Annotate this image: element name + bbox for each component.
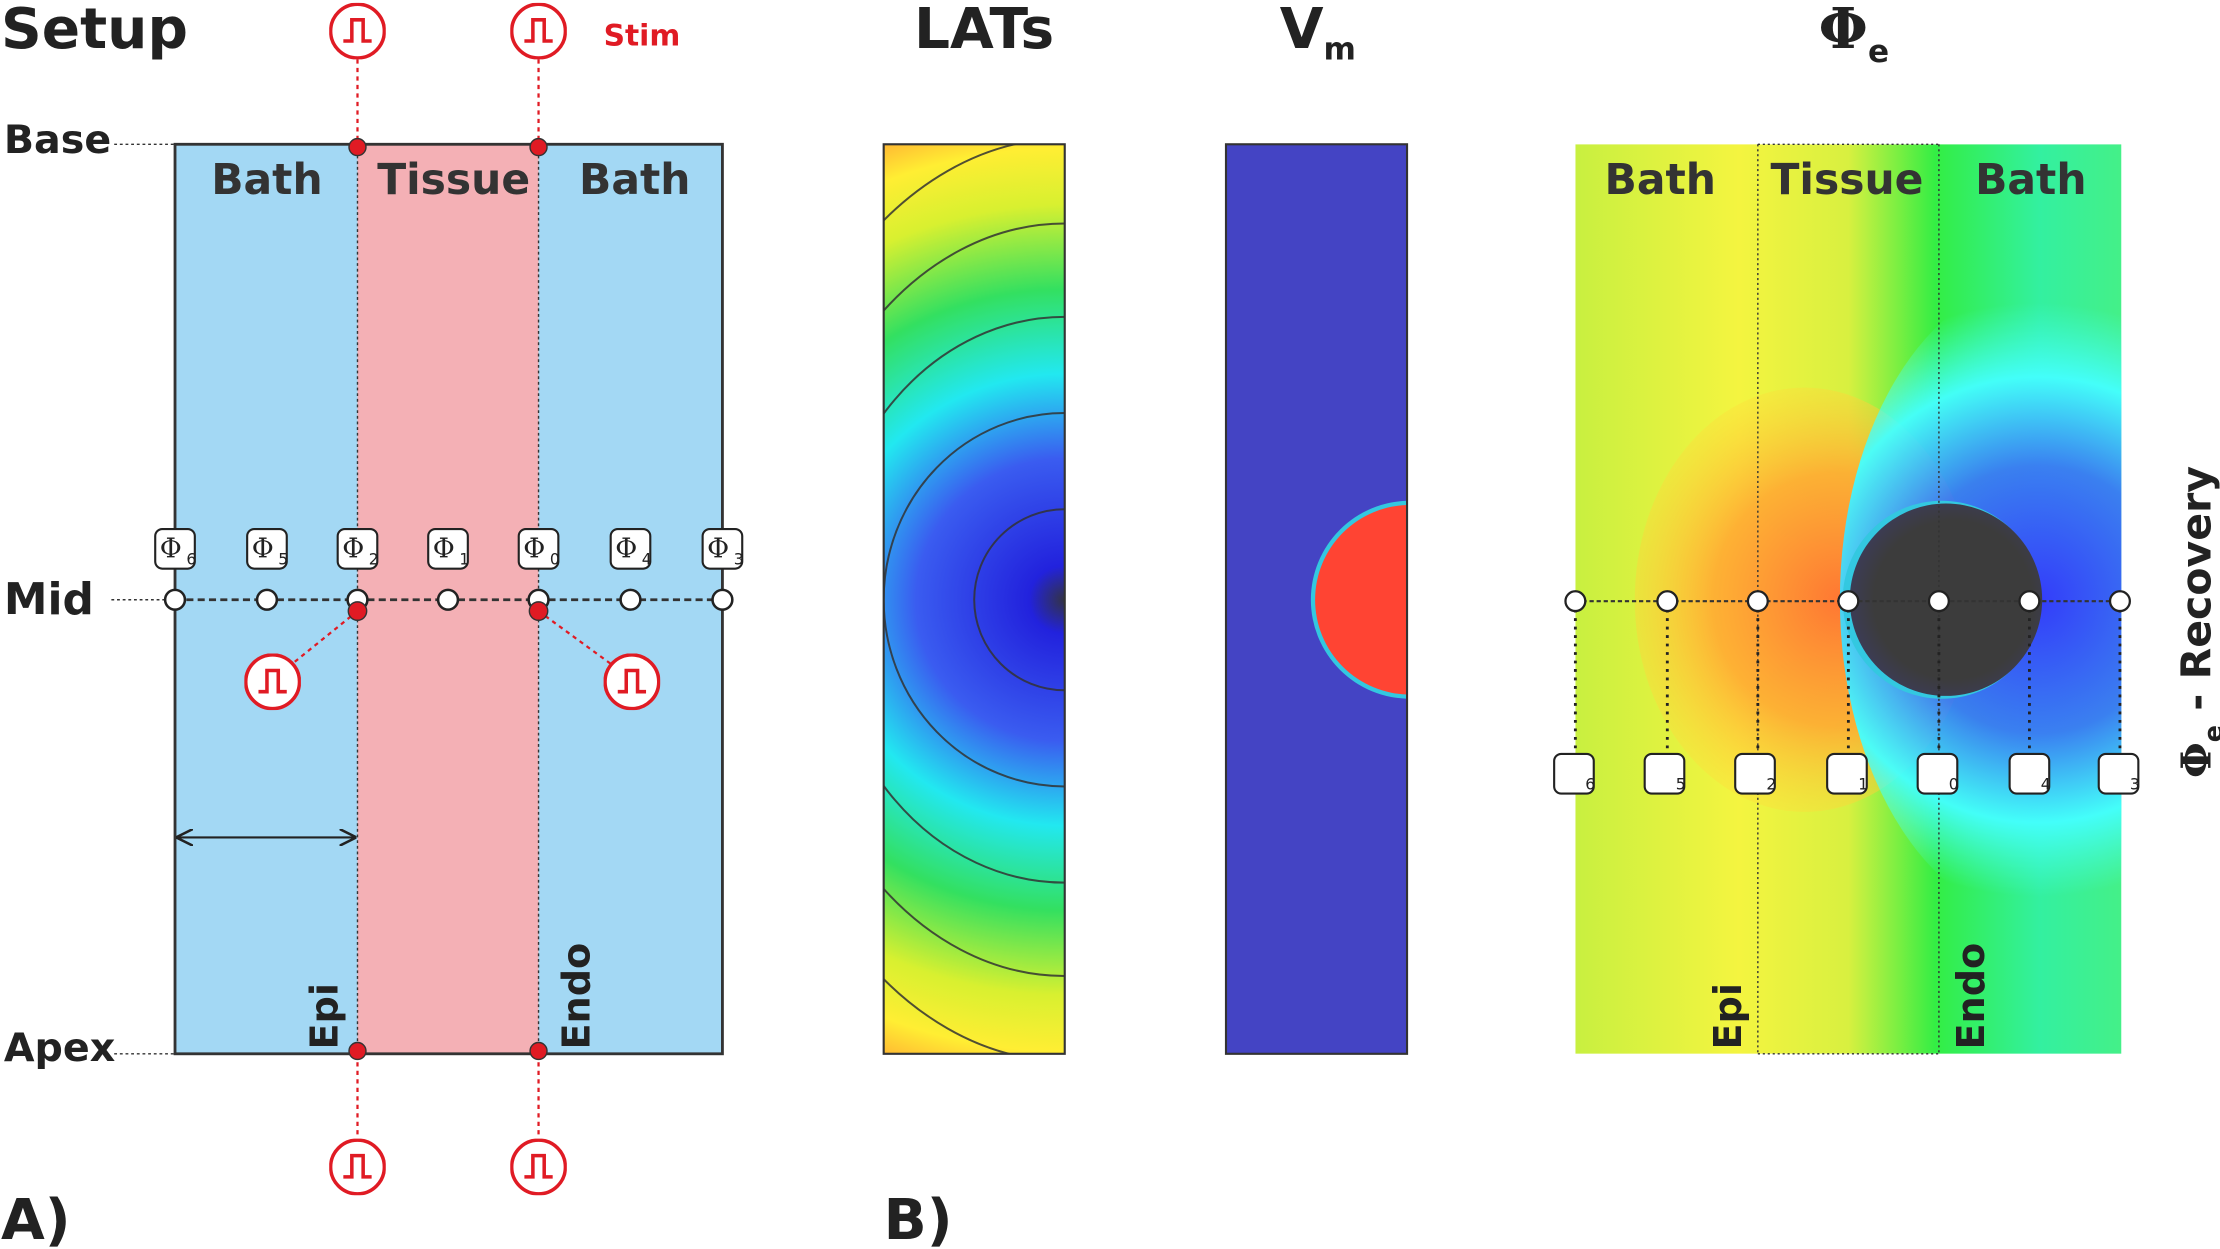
electrode-index: 2: [369, 550, 379, 568]
electrode-index: 6: [186, 550, 196, 568]
electrode-index: 1: [1858, 775, 1868, 793]
electrode-label: 5: [1643, 752, 1686, 795]
phie-title: Φe: [1819, 0, 1889, 70]
electrode-index: 3: [2130, 775, 2140, 793]
electrode-index: 2: [1766, 775, 1776, 793]
electrode-node: [163, 588, 187, 611]
stim-pulse-icon: [329, 1138, 386, 1196]
electrode-symbol: Φ: [160, 533, 182, 564]
lats-frame: [882, 143, 1066, 1055]
stim-label: Stim: [604, 18, 681, 53]
electrode-symbol: Φ: [433, 533, 455, 564]
row-label-base: Base: [4, 117, 111, 163]
electrode-index: 5: [278, 550, 288, 568]
vm-frame: [1224, 143, 1409, 1055]
electrode-index: 5: [1676, 775, 1686, 793]
electrode-label: 1: [1826, 752, 1868, 795]
region-bath-left: Bath: [211, 156, 322, 205]
electrode-node: [1837, 590, 1860, 613]
isochrone-lines: [883, 144, 1065, 1054]
electrode-node: [1564, 590, 1587, 613]
stim-pulse-icon: [244, 653, 301, 711]
region-bath-right: Bath: [579, 156, 690, 205]
electrode-index: 0: [1949, 775, 1959, 793]
electrode-index: 1: [459, 550, 469, 568]
panel-a-letter: A): [1, 1187, 71, 1249]
electrode-label: 6: [1553, 752, 1595, 795]
stim-pulse-icon: [603, 653, 661, 711]
electrode-node: [711, 588, 734, 611]
stim-sites: [348, 137, 548, 1061]
electrode-symbol: Φ: [252, 533, 274, 564]
electrode-symbol: Φ: [707, 533, 729, 564]
phie-epi-label: Epi: [1707, 983, 1751, 1050]
panel-a-title: Setup: [1, 0, 188, 62]
epi-label: Epi: [304, 983, 348, 1050]
region-tissue: Tissue: [377, 156, 530, 205]
electrode-node: [436, 588, 460, 611]
electrode-index: 6: [1585, 775, 1595, 793]
electrode-symbol: Φ: [615, 533, 637, 564]
row-label-apex: Apex: [4, 1025, 115, 1071]
electrode-index: 4: [2041, 775, 2051, 793]
electrode-node: [619, 588, 642, 611]
lats-title: LATs: [914, 0, 1054, 62]
electrode-label: 2: [1734, 752, 1776, 795]
activation-region: [1315, 505, 1408, 695]
electrode-index: 4: [642, 550, 652, 568]
electrode-node: [1746, 590, 1769, 613]
electrode-symbol: Φ: [523, 533, 545, 564]
vm-map: [1225, 144, 1408, 1054]
electrode-node: [2018, 590, 2041, 613]
endo-label: Endo: [555, 943, 599, 1050]
electrode-label: 4: [2008, 752, 2051, 795]
mid-stim-sites: [347, 601, 549, 621]
phie-region-bath-right: Bath: [1975, 156, 2086, 205]
electrode-node: [255, 588, 279, 611]
phie-region-bath-left: Bath: [1605, 156, 1716, 205]
electrode-array-b: 6 5 2 1 0 4 3: [1553, 590, 2140, 795]
phie-endo-label: Endo: [1950, 943, 1994, 1050]
electrode-node: [1656, 590, 1679, 613]
panel-a-setup: Setup Stim Bath Tissue Bath Base Mid Ape…: [1, 0, 744, 1249]
row-label-mid: Mid: [4, 574, 94, 625]
stim-pulse-icon: [329, 2, 386, 60]
electrode-index: 0: [550, 550, 560, 568]
stim-pulse-icon: [510, 2, 567, 60]
electrode-label: 0: [1916, 752, 1959, 795]
panel-b-letter: B): [884, 1187, 953, 1249]
electrode-node: [2108, 590, 2131, 613]
electrode-node: [1927, 590, 1950, 613]
electrode-label: 3: [2097, 752, 2140, 795]
vm-title: Vm: [1280, 0, 1356, 67]
phie-recovery-side-label: Φe - Recovery: [2171, 466, 2220, 778]
panel-b: B) LATs Vm Φe: [882, 0, 2220, 1249]
electrode-index: 3: [734, 550, 744, 568]
electrode-symbol: Φ: [342, 533, 364, 564]
stim-pulse-icon: [510, 1138, 567, 1196]
lats-map: [883, 144, 1065, 1054]
phie-region-tissue: Tissue: [1770, 156, 1923, 205]
